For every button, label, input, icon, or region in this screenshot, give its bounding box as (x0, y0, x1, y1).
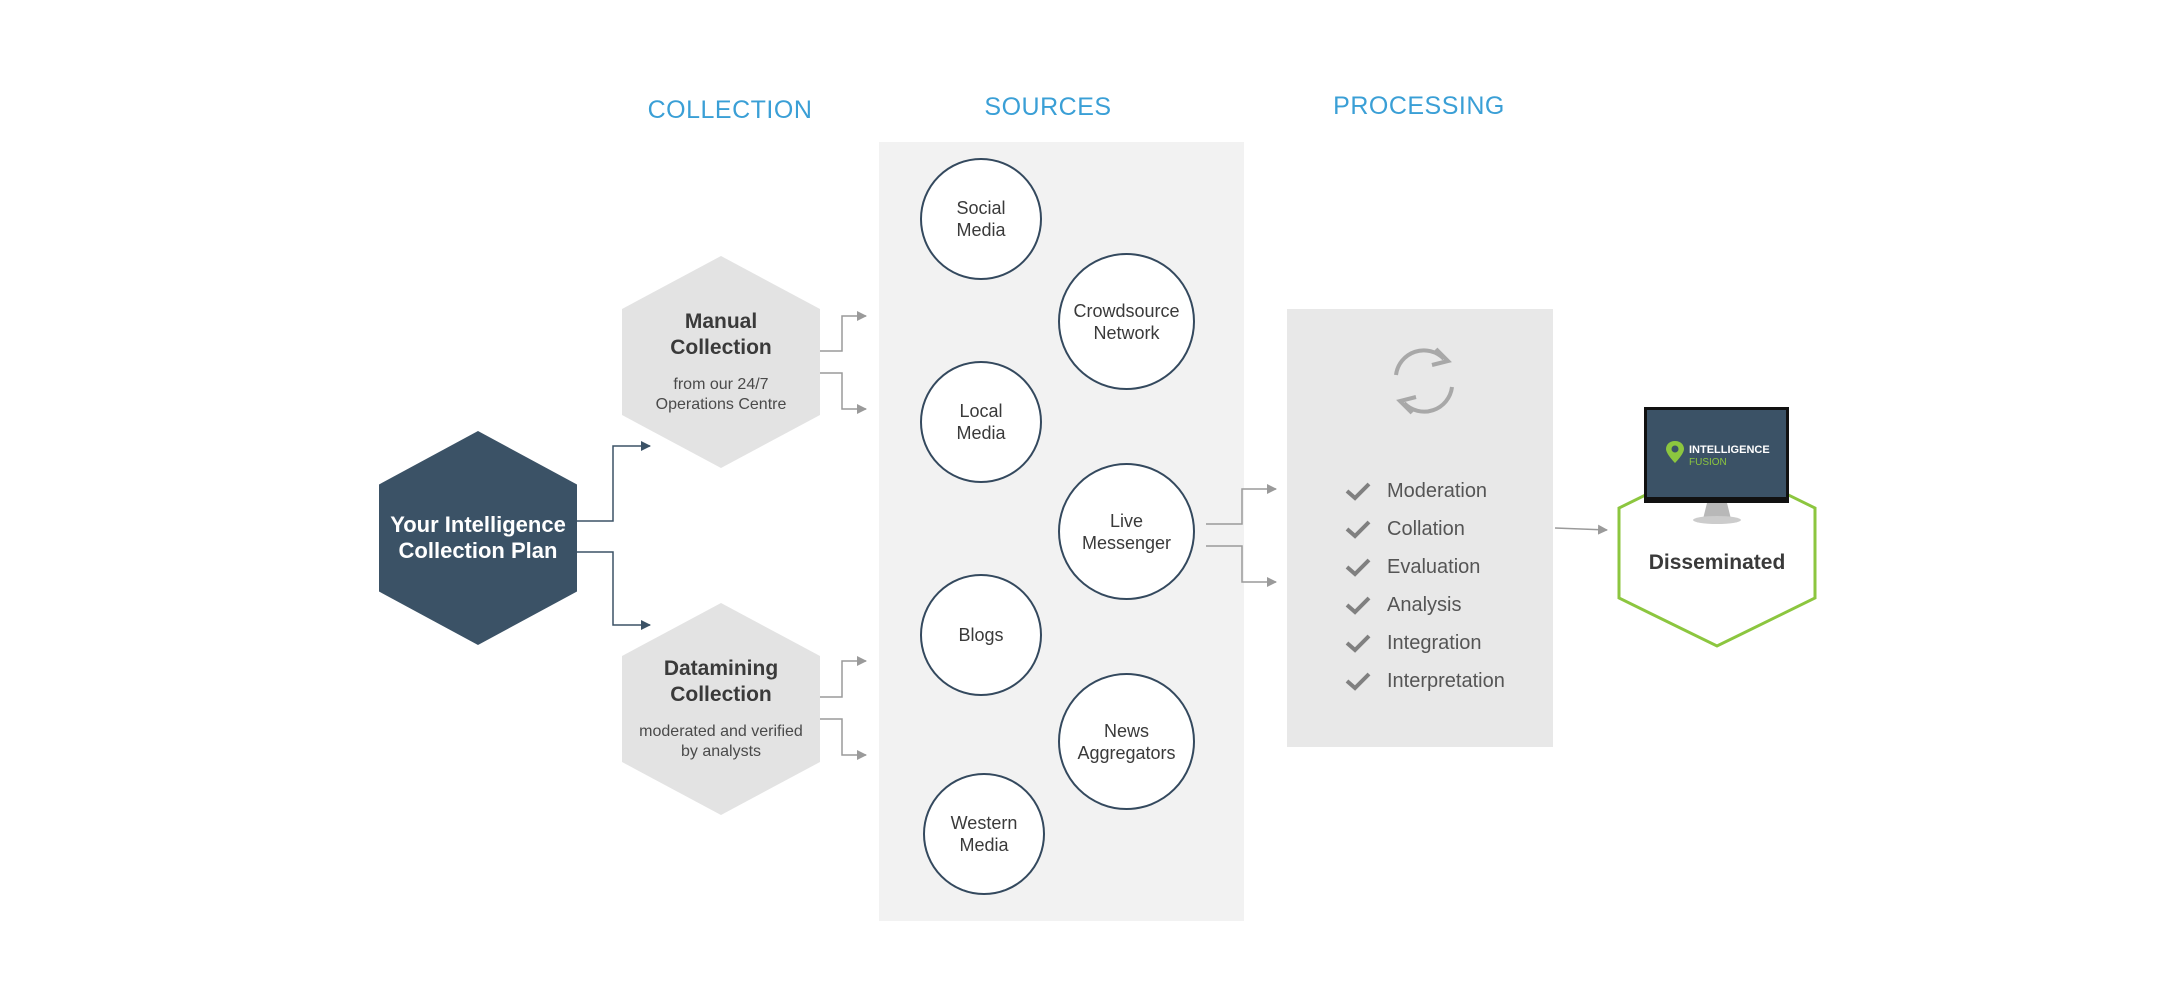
datamining-subtitle-line2: by analysts (680, 743, 762, 760)
connector-manual-sources-a (820, 311, 867, 352)
brand-line1: INTELLIGENCE (1689, 444, 1770, 456)
disseminated-label: Disseminated (1648, 551, 1786, 574)
checklist-item-label: Interpretation (1387, 669, 1505, 692)
checklist-item: Analysis (1345, 586, 1505, 624)
checklist-item: Collation (1345, 510, 1505, 548)
manual-collection-hex: Manual Collection from our 24/7 Operatio… (622, 256, 820, 468)
checklist-item: Evaluation (1345, 548, 1505, 586)
collection-plan-hex: Your Intelligence Collection Plan (379, 431, 577, 645)
datamining-title-line1: Datamining (663, 657, 779, 680)
source-live-messenger: Live Messenger (1058, 463, 1195, 600)
processing-checklist: Moderation Collation Evaluation Analysis… (1345, 472, 1505, 700)
heading-sources: SOURCES (984, 93, 1112, 121)
source-label: News Aggregators (1077, 720, 1176, 763)
heading-processing: PROCESSING (1333, 92, 1505, 120)
monitor-icon: INTELLIGENCE FUSION (1644, 407, 1789, 524)
manual-title-line1: Manual (684, 310, 758, 333)
checklist-item-label: Moderation (1387, 479, 1488, 502)
manual-subtitle: from our 24/7 Operations Centre (656, 375, 787, 415)
brand-line2: FUSION (1689, 457, 1727, 468)
checklist-item: Moderation (1345, 472, 1505, 510)
source-label: Crowdsource Network (1073, 300, 1180, 343)
manual-subtitle-line2: Operations Centre (655, 396, 787, 413)
checklist-item-label: Integration (1387, 631, 1482, 654)
datamining-collection-hex: Datamining Collection moderated and veri… (622, 603, 820, 815)
checkmark-icon (1345, 558, 1371, 577)
connector-manual-sources-b (820, 372, 867, 414)
refresh-icon (1394, 347, 1454, 415)
connector-processing-output (1554, 524, 1608, 535)
manual-subtitle-line1: from our 24/7 (673, 376, 769, 393)
disseminated-hex (1617, 458, 1817, 648)
checkmark-icon (1345, 520, 1371, 539)
source-blogs: Blogs (920, 574, 1042, 696)
checkmark-icon (1345, 596, 1371, 615)
connector-plan-datamining (577, 551, 651, 630)
checkmark-icon (1345, 482, 1371, 501)
source-label: Blogs (958, 625, 1004, 645)
processing-panel (1287, 309, 1553, 747)
checkmark-icon (1345, 634, 1371, 653)
source-label: Live Messenger (1081, 510, 1172, 553)
source-label: Social Media (956, 198, 1006, 240)
source-crowdsource-network: Crowdsource Network (1058, 253, 1195, 390)
source-social-media: Social Media (920, 158, 1042, 280)
source-news-aggregators: News Aggregators (1058, 673, 1195, 810)
plan-title-line1: Your Intelligence (390, 512, 566, 537)
plan-title-line2: Collection Plan (398, 538, 558, 563)
checklist-item: Integration (1345, 624, 1505, 662)
checkmark-icon (1345, 672, 1371, 691)
checklist-item: Interpretation (1345, 662, 1505, 700)
datamining-subtitle: moderated and verified by analysts (639, 722, 803, 762)
source-local-media: Local Media (920, 361, 1042, 483)
source-label: Western Media (950, 813, 1018, 855)
checklist-item-label: Analysis (1387, 593, 1462, 616)
connector-datamining-sources-a (820, 656, 867, 698)
heading-collection: COLLECTION (647, 96, 813, 124)
checklist-item-label: Evaluation (1387, 555, 1481, 578)
manual-title-line2: Collection (670, 336, 772, 359)
source-label: Local Media (956, 401, 1006, 443)
connector-plan-manual (577, 441, 651, 522)
checklist-item-label: Collation (1387, 517, 1465, 540)
connector-datamining-sources-b (820, 718, 867, 760)
source-western-media: Western Media (923, 773, 1045, 895)
datamining-title-line2: Collection (670, 683, 772, 706)
datamining-subtitle-line1: moderated and verified (639, 723, 803, 740)
